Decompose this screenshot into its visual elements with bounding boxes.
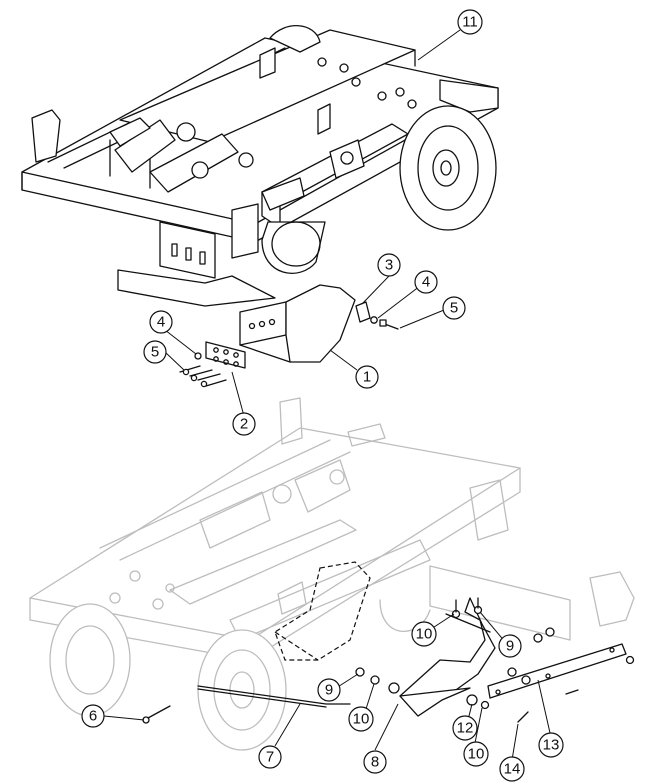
callout-4-left: 4 xyxy=(149,310,173,334)
callout-4-right: 4 xyxy=(414,270,438,294)
svg-text:8: 8 xyxy=(371,754,379,771)
bracket-installed-outline xyxy=(274,561,371,661)
callout-2: 2 xyxy=(232,412,256,436)
top-front-wheel xyxy=(261,25,326,274)
part-2-plate xyxy=(205,341,246,369)
svg-text:10: 10 xyxy=(468,746,485,763)
part-7-rod xyxy=(197,685,351,708)
callout-14: 14 xyxy=(499,756,525,782)
bottom-wheels-ghost xyxy=(49,599,431,751)
callout-5-right: 5 xyxy=(442,296,466,320)
callout-9-right: 9 xyxy=(498,634,522,658)
bolts-middle xyxy=(179,316,399,388)
svg-text:12: 12 xyxy=(457,720,474,737)
svg-text:3: 3 xyxy=(385,257,393,274)
callout-10-bottom: 10 xyxy=(463,741,489,767)
svg-text:4: 4 xyxy=(157,314,165,331)
fasteners-bottom xyxy=(142,597,635,724)
svg-text:13: 13 xyxy=(543,737,560,754)
svg-text:11: 11 xyxy=(462,14,478,31)
part-1-bracket xyxy=(239,284,356,363)
callout-8: 8 xyxy=(363,750,387,774)
svg-text:2: 2 xyxy=(240,416,248,433)
top-rear-wheel xyxy=(399,105,497,231)
callout-11: 11 xyxy=(457,9,483,35)
svg-text:7: 7 xyxy=(266,749,274,766)
callout-6: 6 xyxy=(81,704,105,728)
part-3-plate xyxy=(355,301,371,323)
part-8-guard xyxy=(399,597,496,717)
svg-text:10: 10 xyxy=(353,711,370,728)
svg-text:5: 5 xyxy=(450,300,458,317)
svg-text:5: 5 xyxy=(151,344,159,361)
svg-text:14: 14 xyxy=(504,761,521,778)
callout-9-left: 9 xyxy=(317,678,341,702)
svg-text:1: 1 xyxy=(363,369,371,386)
callout-7: 7 xyxy=(258,745,282,769)
top-chassis-frame xyxy=(21,29,499,307)
callout-13: 12 xyxy=(452,715,478,741)
callout-10-mid: 10 xyxy=(348,706,374,732)
svg-text:10: 10 xyxy=(416,626,433,643)
svg-text:9: 9 xyxy=(325,682,333,699)
callout-3: 3 xyxy=(377,253,401,277)
callout-5-left: 5 xyxy=(143,340,167,364)
svg-text:9: 9 xyxy=(506,638,514,655)
callout-10-top: 10 xyxy=(411,621,437,647)
svg-text:4: 4 xyxy=(422,274,430,291)
callout-1: 1 xyxy=(355,365,379,389)
callout-12: 13 xyxy=(538,732,564,758)
part-12-bar xyxy=(487,643,627,699)
bottom-chassis-ghost xyxy=(29,397,635,661)
svg-text:6: 6 xyxy=(89,708,97,725)
